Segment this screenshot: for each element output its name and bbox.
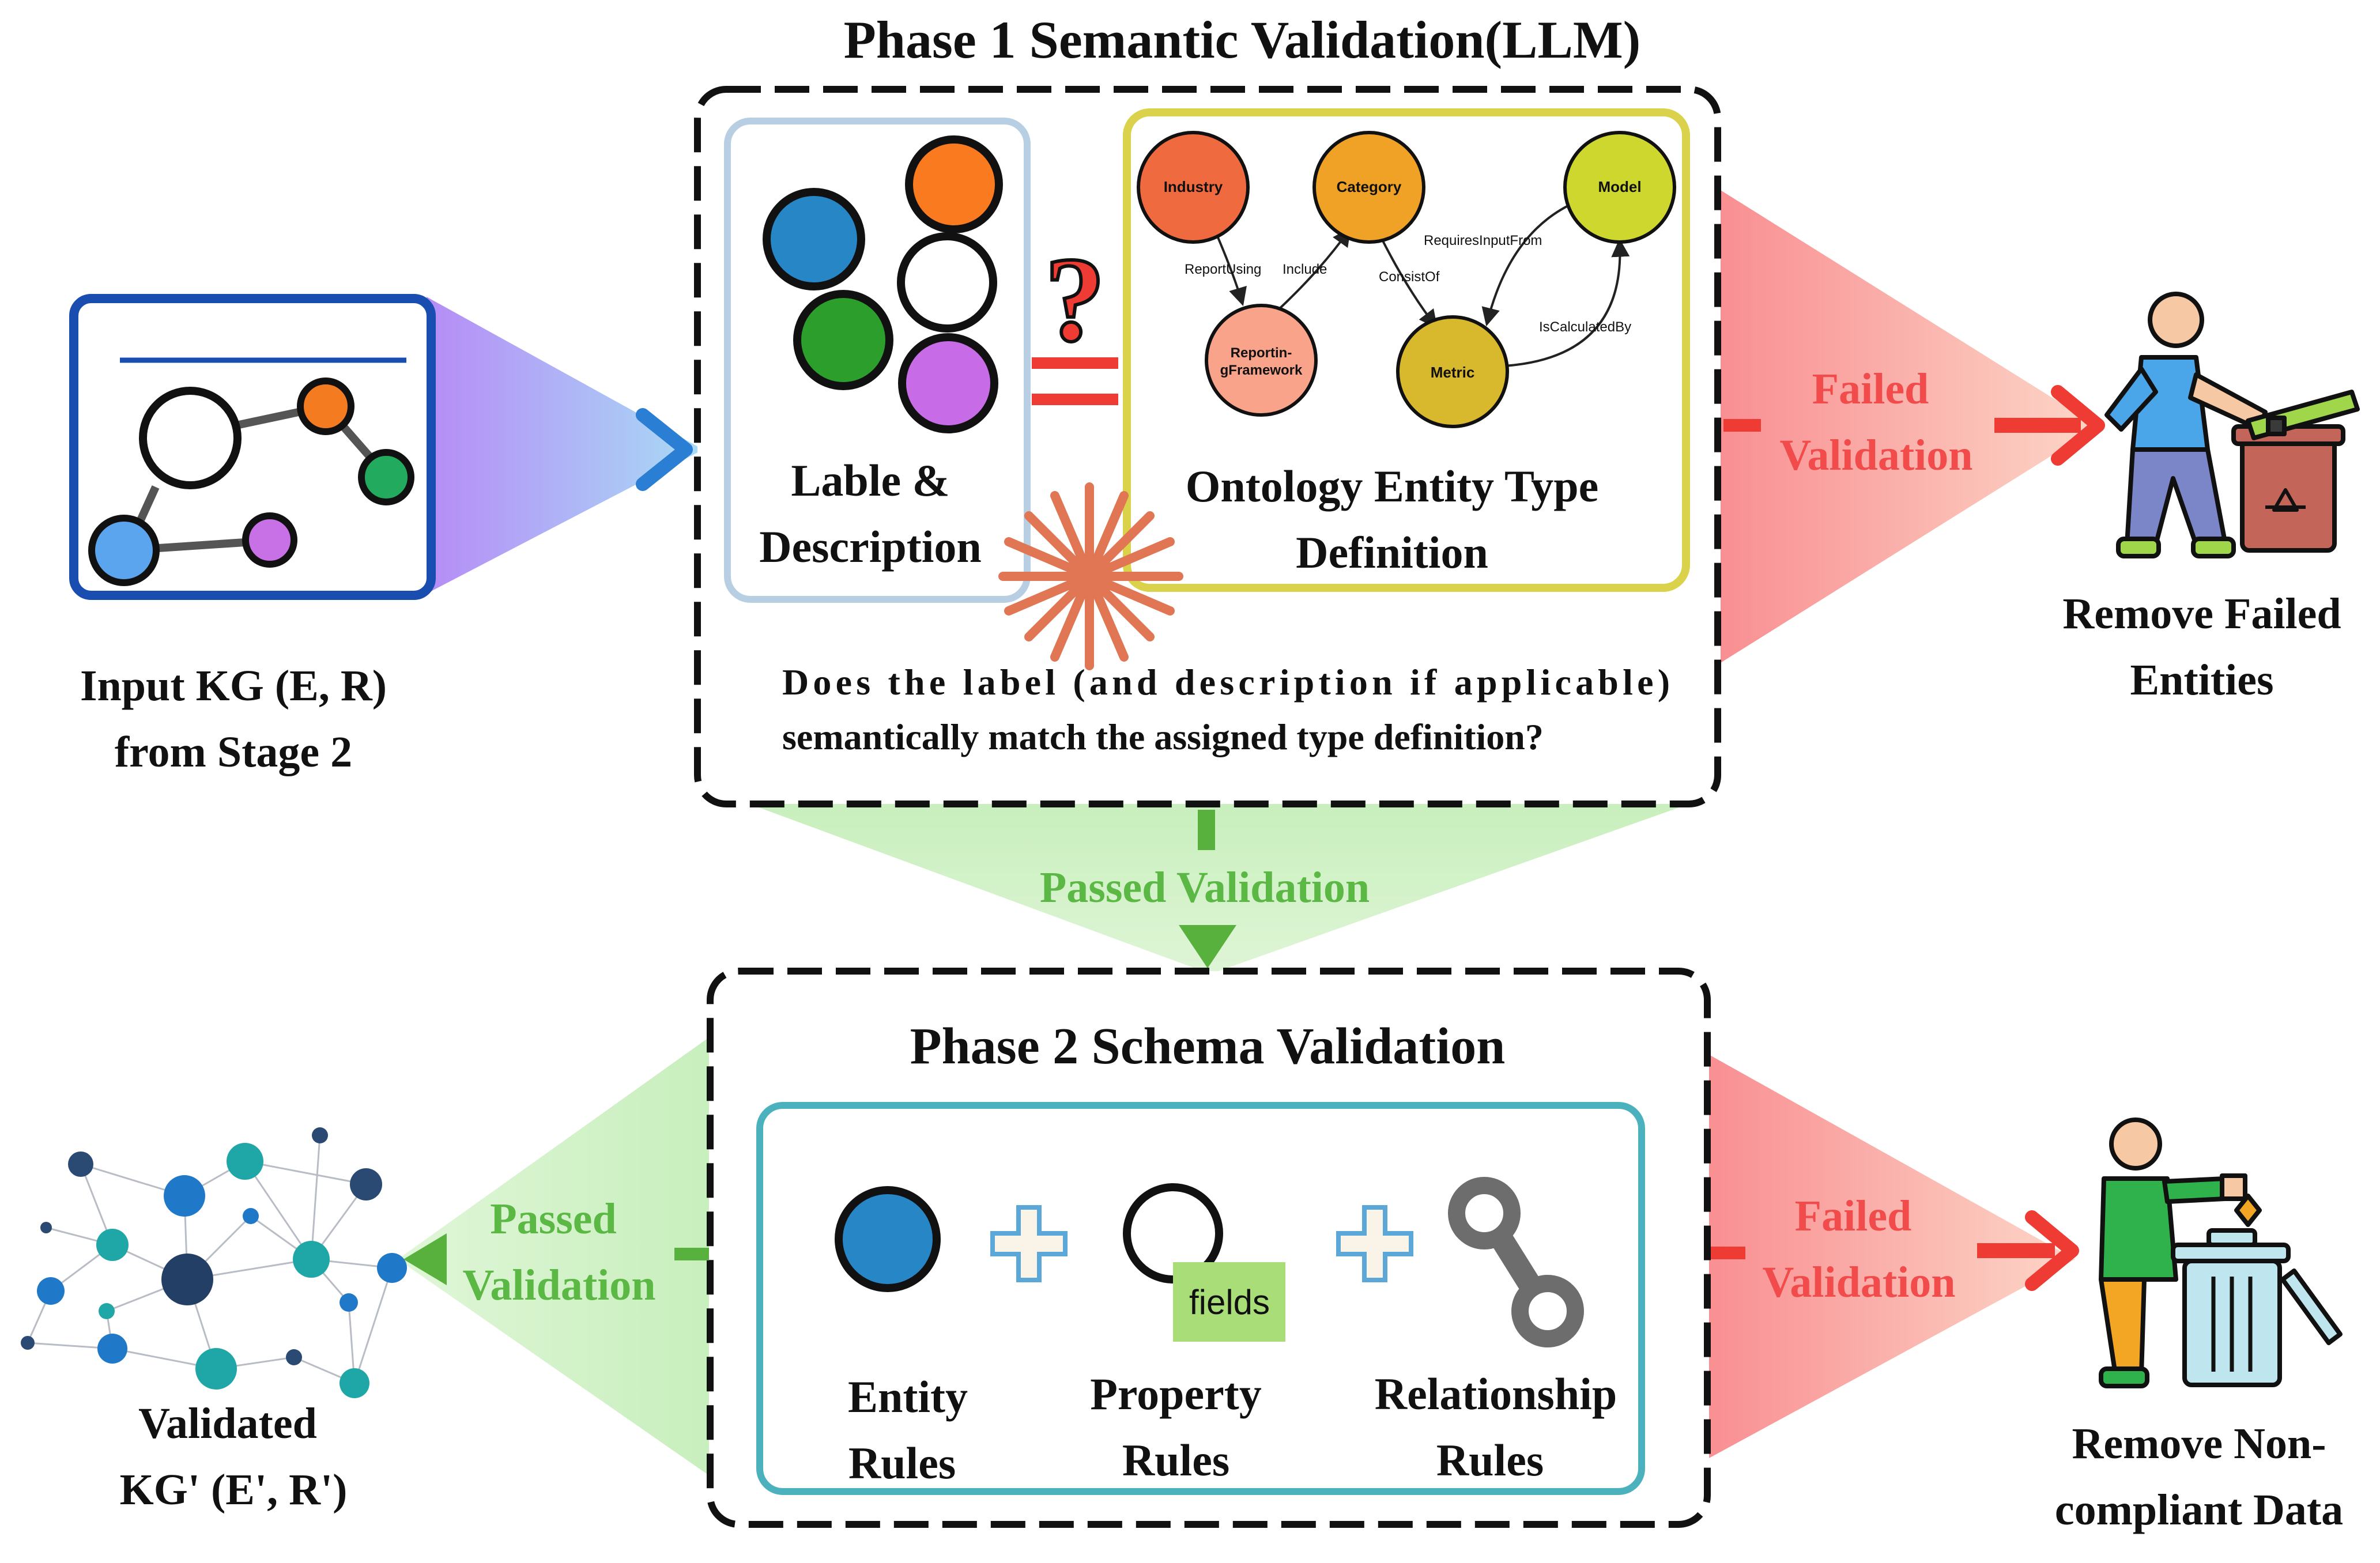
input-to-phase1-arrow [435,408,693,491]
plus-icon-2 [1336,1205,1413,1282]
node-metric-label: Metric [1431,364,1475,381]
plus-icon-1 [990,1205,1068,1282]
entity-rules-line1: Entity [848,1372,968,1422]
node-framework-label-line2: gFramework [1220,363,1303,378]
node-model-label: Model [1598,178,1641,195]
failed2-arrow [1977,1210,2079,1291]
edge-label-consist-of: ConsistOf [1379,269,1440,285]
label-description-line1: Lable & [791,455,949,505]
input-kg-label-line2: from Stage 2 [115,728,352,776]
validated-kg-line2: KG' (E', R') [120,1466,348,1514]
relationship-rule-icon [1448,1177,1584,1347]
label-circle-green [793,290,893,390]
label-circle-purple [898,333,998,433]
phase1-title: Phase 1 Semantic Validation(LLM) [844,10,1641,69]
entity-rules-line2: Rules [848,1438,956,1488]
remove-noncompliant-line1: Remove Non- [2072,1419,2326,1468]
relationship-rules-line2: Rules [1436,1435,1544,1485]
edge-framework-category [1276,227,1351,312]
edge-industry-framework [1215,233,1247,307]
question-mark-icon: ? [1045,233,1106,367]
fields-label: fields [1189,1283,1270,1322]
edge-label-is-calculated-by: IsCalculatedBy [1539,319,1631,335]
remove-noncompliant-line2: compliant Data [2055,1486,2343,1534]
fields-tag [1173,1262,1285,1342]
edge-metric-model [1504,238,1630,367]
person-trash-icon-top [2104,292,2360,558]
node-industry-label: Industry [1164,178,1223,195]
failed1-arrow [1994,385,2105,466]
red-funnel-top [1721,190,2098,663]
question-text-line2: semantically match the assigned type def… [782,716,1544,757]
node-framework-label-line1: Reportin- [1231,345,1292,361]
input-kg-label-line1: Input KG (E, R) [80,662,387,710]
edge-label-include: Include [1283,262,1327,277]
ontology-title-line1: Ontology Entity Type [1186,461,1599,511]
passed-left-dash [674,1248,709,1260]
equals-bar-bottom [1032,394,1118,405]
node-metric [1396,315,1509,428]
node-industry [1137,131,1250,244]
input-kg-icon [69,294,436,600]
node-model [1563,131,1676,244]
equals-bar-top [1032,357,1118,369]
passed-left-line2: Validation [462,1261,655,1309]
failed1-label-line2: Validation [1779,431,1972,480]
validated-kg-network-icon [21,1127,407,1398]
validated-kg-line1: Validated [138,1399,317,1448]
failed1-label-line1: Failed [1812,365,1929,413]
label-circle-orange [905,135,1003,233]
person-trash-icon-bottom [2099,1117,2343,1388]
label-description-line2: Description [759,522,982,572]
passed-left-arrowhead [403,1233,447,1285]
label-circle-white [897,232,997,333]
failed2-dash [1711,1247,1745,1259]
starburst-icon [998,482,1183,670]
question-text-line1: Does the label (and description if appli… [782,662,1670,703]
edge-category-metric [1379,236,1438,329]
property-rules-line1: Property [1090,1369,1261,1419]
remove-failed-line2: Entities [2130,656,2273,704]
ontology-title-line2: Definition [1296,527,1488,577]
label-circle-blue [763,188,865,290]
passed-left-line1: Passed [490,1195,617,1243]
ontology-edges [1215,201,1630,367]
edge-model-metric [1481,201,1577,327]
relationship-rules-line1: Relationship [1375,1369,1617,1419]
property-rules-line2: Rules [1122,1435,1229,1485]
node-category [1312,131,1425,244]
node-framework [1205,304,1318,417]
passed-middle-arrowhead [1179,925,1236,968]
edge-label-requires-input-from: RequiresInputFrom [1424,233,1542,248]
remove-failed-line1: Remove Failed [2062,590,2341,638]
green-funnel-middle [749,804,1689,974]
red-funnel-bottom [1709,1055,2075,1458]
green-funnel-left [398,1037,709,1475]
passed-middle-label: Passed Validation [1040,863,1370,912]
passed-middle-dash [1198,810,1215,850]
failed2-label-line2: Validation [1762,1258,1955,1307]
entity-rule-icon [835,1186,941,1292]
phase2-title: Phase 2 Schema Validation [910,1018,1506,1075]
node-category-label: Category [1337,178,1402,195]
failed1-dash [1723,419,1761,432]
edge-label-report-using: ReportUsing [1185,262,1261,277]
failed2-label-line1: Failed [1795,1192,1912,1240]
